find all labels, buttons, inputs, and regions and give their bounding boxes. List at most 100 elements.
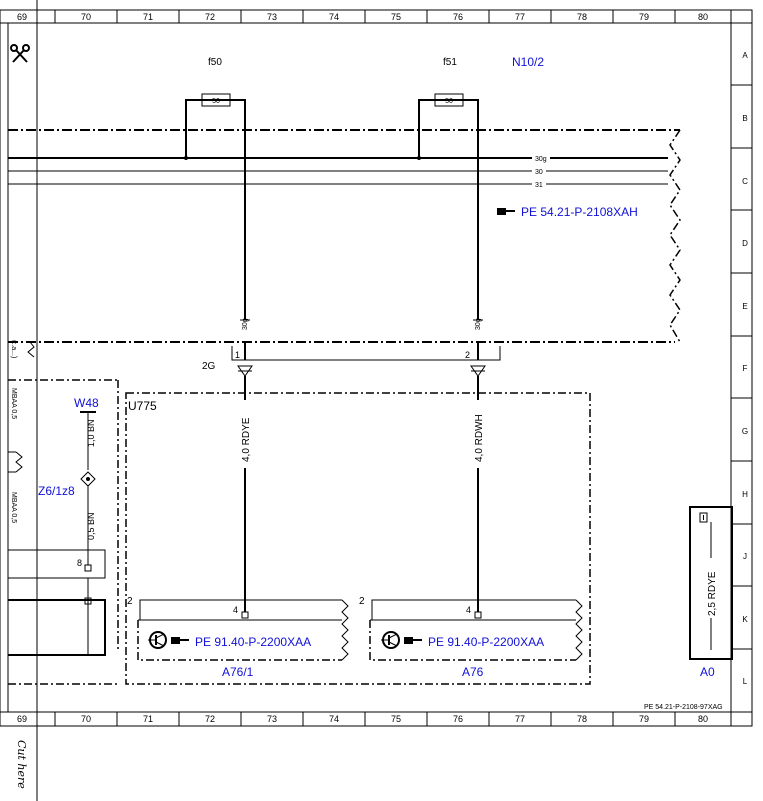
- n10-2-box-right-break: [669, 129, 681, 343]
- col-label: 69: [17, 714, 27, 724]
- a76-break: [575, 599, 583, 661]
- a76-1-lower: [137, 620, 342, 661]
- fuse-f50-rating: 50: [212, 98, 220, 105]
- col-label: 79: [639, 714, 649, 724]
- col-label: 73: [267, 714, 277, 724]
- wire-label-right: 4,0 RDWH: [474, 414, 485, 462]
- component-a76: A76: [462, 665, 484, 679]
- reference-a76[interactable]: PE 91.40-P-2200XAA: [428, 635, 544, 649]
- connector-arrow-icon: [237, 365, 253, 377]
- hand-pointer-icon: [171, 637, 189, 644]
- label-bg: [236, 400, 254, 468]
- row-label: B: [742, 114, 747, 123]
- connector-pin-1: 1: [235, 350, 240, 360]
- row-label: J: [743, 552, 747, 561]
- left-partial-component: [8, 599, 106, 656]
- wire-label-w48-lower: 0,5 BN: [86, 512, 96, 540]
- fuse-label-f50: f50: [208, 57, 222, 68]
- bus-label-30: 30: [535, 169, 543, 176]
- fuse-f51-rating: 50: [445, 98, 453, 105]
- col-label: 70: [81, 714, 91, 724]
- column-labels-bottom: 69 70 71 72 73 74 75 76 77 78 79 80: [17, 714, 708, 724]
- wire-term-right: 30g: [475, 318, 482, 330]
- col-label: 71: [143, 714, 153, 724]
- scissors-icon: [10, 44, 30, 63]
- label-bg: [704, 558, 718, 618]
- col-label: 80: [698, 714, 708, 724]
- fuse-label-f51: f51: [443, 57, 457, 68]
- a76-1-break: [341, 599, 349, 661]
- a76-side-pin: 2: [359, 596, 365, 607]
- u775-box: [125, 392, 591, 685]
- bus-label-30g: 30g: [535, 156, 547, 163]
- reference-footer: PE 54.21-P-2108-97XAG: [644, 704, 723, 711]
- module-label-n10-2: N10/2: [512, 55, 544, 69]
- pin-marker: [474, 611, 482, 619]
- col-label: 72: [205, 714, 215, 724]
- break-mark: [15, 451, 23, 473]
- a76-1-side-pin: 2: [127, 596, 133, 607]
- bus-label-bg: [532, 166, 546, 174]
- pin-label-8: 8: [77, 558, 82, 568]
- component-w48: W48: [74, 396, 99, 410]
- connector-2g-body: [231, 346, 501, 361]
- inner-frame: [7, 22, 732, 713]
- a76-lower: [369, 620, 576, 661]
- row-label: G: [742, 427, 748, 436]
- transistor-icon: [148, 631, 167, 649]
- bus-label-bg: [532, 153, 550, 161]
- col-label: 74: [329, 12, 339, 22]
- a76-top: [371, 599, 576, 620]
- row-label: K: [742, 615, 748, 624]
- component-z6-1z8: Z6/1z8: [38, 484, 75, 498]
- wire-label-w48-upper: 1,0 BN: [86, 419, 96, 447]
- component-u775: U775: [128, 399, 157, 413]
- left-partial-box: [7, 549, 106, 579]
- row-label: H: [742, 490, 748, 499]
- cut-here-label: Cut here: [15, 740, 28, 789]
- bus-label-bg: [532, 179, 546, 187]
- col-label: 75: [391, 12, 401, 22]
- col-label: 70: [81, 12, 91, 22]
- connector-label-2g: 2G: [202, 361, 216, 372]
- component-a76-1: A76/1: [222, 665, 254, 679]
- col-label: 77: [515, 12, 525, 22]
- connector-arrow-icon: [470, 365, 486, 377]
- splice-dot: [86, 477, 90, 481]
- wire-label-left: 4,0 RDYE: [241, 417, 252, 462]
- row-label: F: [743, 364, 748, 373]
- label-bg: [469, 400, 487, 468]
- col-label: 74: [329, 714, 339, 724]
- row-label: D: [742, 239, 748, 248]
- info-icon: [699, 512, 708, 523]
- pin-marker: [84, 564, 92, 572]
- drawing-frame: [0, 9, 753, 727]
- col-label: 77: [515, 714, 525, 724]
- transistor-icon: [381, 631, 400, 649]
- wire-term-left: 30g: [242, 318, 249, 330]
- hand-pointer-icon: [404, 637, 422, 644]
- reference-a76-1[interactable]: PE 91.40-P-2200XAA: [195, 635, 311, 649]
- col-label: 78: [577, 12, 587, 22]
- bus-label-31: 31: [535, 182, 543, 189]
- hand-pointer-icon: [497, 208, 515, 215]
- col-label: 76: [453, 12, 463, 22]
- col-label: 79: [639, 12, 649, 22]
- a76-1-top: [139, 599, 342, 620]
- row-label: L: [743, 677, 748, 686]
- col-label: 73: [267, 12, 277, 22]
- reference-main[interactable]: PE 54.21-P-2108XAH: [521, 205, 638, 219]
- margin-fragment: MBAA 0,5: [10, 388, 17, 419]
- column-labels-top: 69 70 71 72 73 74 75 76 77 78 79 80: [17, 12, 708, 22]
- margin-fragment: MBAA 0,5: [10, 492, 17, 523]
- column-ticks: [54, 10, 676, 726]
- a76-pin-4: 4: [466, 605, 471, 615]
- row-labels: A B C D E F G H J K L: [742, 51, 748, 686]
- row-label: C: [742, 177, 748, 186]
- component-a0: A0: [700, 665, 715, 679]
- fuse-f50-wire: [185, 99, 246, 320]
- wire-label-a0: 2,5 RDYE: [707, 571, 718, 616]
- a76-1-pin-4: 4: [233, 605, 238, 615]
- fuse-f51: [434, 93, 464, 107]
